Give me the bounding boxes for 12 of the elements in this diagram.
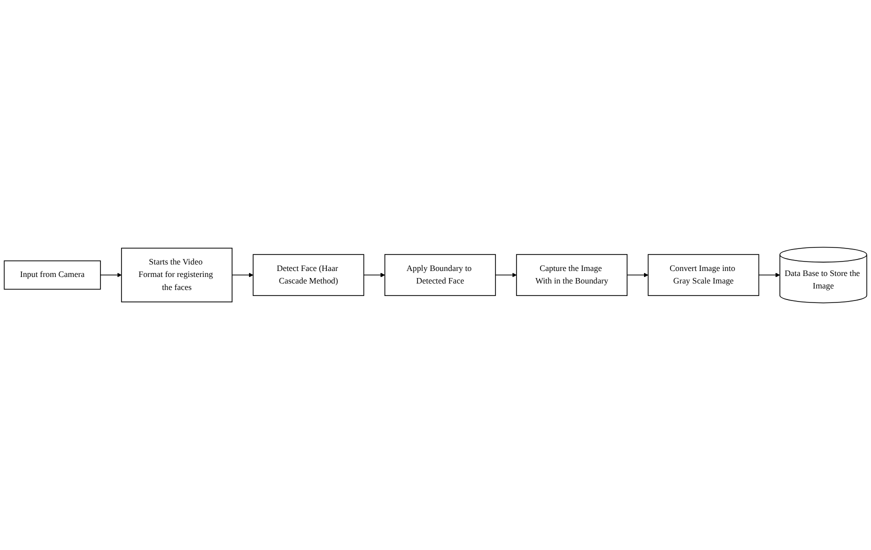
node-box: Starts the Video Format for registering the faces xyxy=(121,248,232,302)
arrow xyxy=(232,272,254,278)
arrow xyxy=(626,272,648,278)
node-box: Apply Boundary to Detected Face xyxy=(384,254,496,296)
node-box: Input from Camera xyxy=(4,260,101,290)
arrow xyxy=(758,272,780,278)
arrow xyxy=(495,272,517,278)
node-box: Detect Face (Haar Cascade Method) xyxy=(252,254,364,296)
node-box: Convert Image into Gray Scale Image xyxy=(648,254,760,296)
arrow xyxy=(100,272,122,278)
node-box: Capture the Image With in the Boundary xyxy=(516,254,628,296)
arrow xyxy=(363,272,386,278)
